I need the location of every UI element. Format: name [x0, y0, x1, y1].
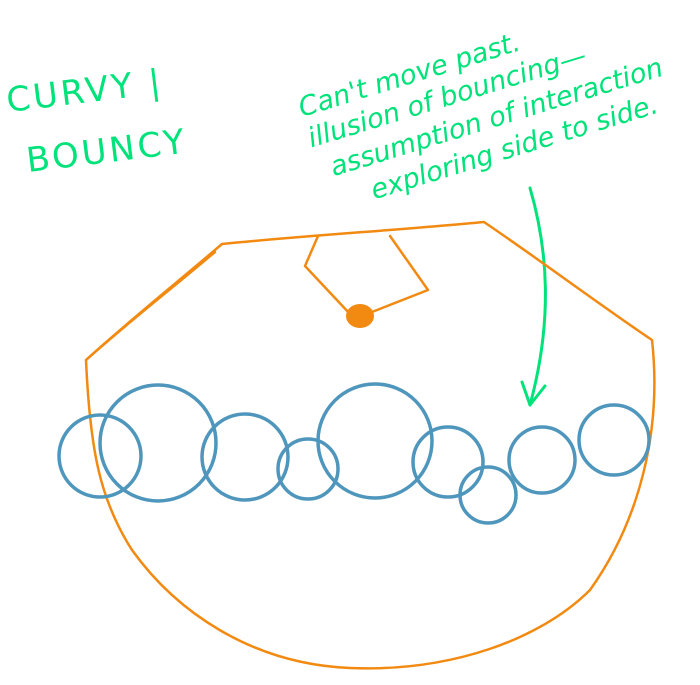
title-line-1: CURVY | — [4, 62, 165, 121]
bubble — [318, 384, 432, 498]
pointer-arrow — [522, 188, 545, 405]
annotation-note: Can't move past. illusion of bouncing— a… — [295, 0, 677, 219]
bubble — [413, 427, 483, 497]
bubble — [100, 385, 216, 501]
arrow-shaft — [530, 188, 545, 405]
pendulum — [305, 236, 428, 328]
bubble — [460, 467, 516, 523]
title-line-2: BOUNCY — [24, 122, 189, 181]
bowl-container — [86, 222, 654, 668]
pendulum-string — [305, 236, 428, 314]
pendulum-ball — [346, 304, 374, 328]
bubble — [579, 405, 649, 475]
bubble-row — [59, 384, 649, 523]
bowl-left-edge — [86, 252, 215, 360]
bubble — [509, 427, 575, 493]
title-group: CURVY | BOUNCY — [4, 62, 189, 181]
